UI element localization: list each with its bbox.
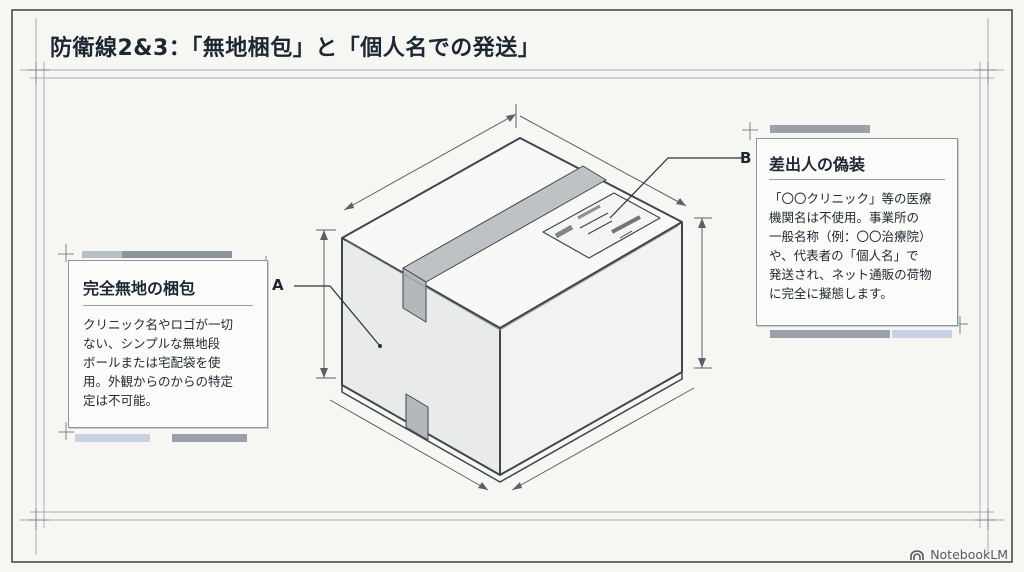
panel-b-line: に完全に擬態します。 bbox=[769, 286, 893, 301]
notebooklm-logo-icon bbox=[910, 549, 924, 560]
panel-b-line: 発送され、ネット通販の荷物 bbox=[769, 267, 932, 282]
panel-b-line: や、代表者の「個人名」で bbox=[769, 248, 919, 263]
panel-b-title: 差出人の偽装 bbox=[769, 155, 866, 174]
panel-a-line: クリニック名やロゴが一切 bbox=[83, 317, 234, 332]
panel-b-line: 「〇〇クリニック」等の医療 bbox=[769, 191, 932, 206]
panel-b-divider bbox=[769, 179, 945, 180]
brand-label: NotebookLM bbox=[930, 547, 1008, 562]
page-title: 防衛線2&3：「無地梱包」と「個人名での発送」 bbox=[50, 36, 541, 61]
notebooklm-brand: NotebookLM bbox=[909, 547, 1008, 562]
box-illustration bbox=[341, 137, 683, 483]
panel-a-line: ボールまたは宅配袋を使 bbox=[83, 355, 221, 370]
panel-a-divider bbox=[83, 305, 253, 306]
panel-b-line: 一般名称（例：〇〇治療院） bbox=[769, 229, 932, 244]
panel-a-line: 定は不可能。 bbox=[83, 393, 159, 408]
panel-b-body: 「〇〇クリニック」等の医療 機関名は不使用。事業所の 一般名称（例：〇〇治療院）… bbox=[769, 189, 932, 303]
panel-b-line: 機関名は不使用。事業所の bbox=[769, 210, 920, 225]
panel-a-line: ない、シンプルな無地段 bbox=[83, 336, 221, 351]
panel-a-line: 用。外観からのからの特定 bbox=[83, 374, 234, 389]
panel-plain-packaging: 完全無地の梱包 クリニック名やロゴが一切 ない、シンプルな無地段 ボールまたは宅… bbox=[68, 260, 268, 428]
marker-a: A bbox=[272, 276, 284, 294]
panel-sender-disguise: 差出人の偽装 「〇〇クリニック」等の医療 機関名は不使用。事業所の 一般名称（例… bbox=[756, 138, 958, 326]
shipping-label bbox=[542, 192, 661, 259]
marker-b: B bbox=[740, 149, 752, 167]
panel-a-title: 完全無地の梱包 bbox=[83, 279, 196, 298]
panel-a-body: クリニック名やロゴが一切 ない、シンプルな無地段 ボールまたは宅配袋を使 用。外… bbox=[83, 315, 233, 410]
